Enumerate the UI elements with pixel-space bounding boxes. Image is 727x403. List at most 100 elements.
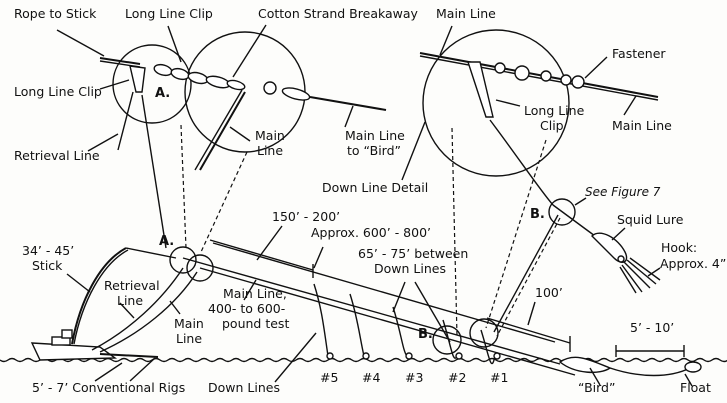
down-line-4 bbox=[349, 293, 365, 357]
label-long-line-clip-top: Long Line Clip bbox=[125, 6, 213, 21]
down-line-float-3 bbox=[405, 352, 413, 360]
leader-bird bbox=[589, 367, 601, 386]
leader-main-line bbox=[229, 126, 251, 142]
down-line-detail-circle bbox=[422, 29, 570, 177]
long-line-clip-shape bbox=[129, 65, 146, 93]
marker-b-circle-2 bbox=[469, 318, 499, 348]
label-main-line-detail-1: Main bbox=[255, 128, 285, 143]
label-hook-1: Hook: bbox=[661, 240, 697, 255]
label-fastener: Fastener bbox=[612, 46, 666, 61]
label-see-figure: See Figure 7 bbox=[585, 185, 661, 199]
leader-long-line-clip-top bbox=[167, 25, 182, 63]
leader-long-line-clip-left bbox=[99, 79, 130, 90]
down-line-number-label: #1 bbox=[490, 370, 508, 385]
detail-down-line bbox=[489, 119, 554, 206]
lure-leader-line bbox=[552, 204, 596, 237]
leader-float bbox=[684, 373, 693, 387]
label-conventional-rigs: 5’ - 7’ Conventional Rigs bbox=[32, 380, 185, 395]
down-line-float-1 bbox=[493, 352, 501, 360]
label-stick-length: 34’ - 45’ bbox=[22, 243, 74, 258]
leader-retrieval bbox=[119, 302, 135, 319]
label-hook-2: Approx. 4” bbox=[660, 256, 726, 271]
down-line-float-4 bbox=[362, 352, 370, 360]
label-bird: “Bird” bbox=[578, 380, 615, 395]
main-line-to-bird-line bbox=[309, 96, 387, 111]
label-retrieval-2: Line bbox=[117, 293, 143, 308]
leader-hook bbox=[647, 267, 661, 277]
rope-to-a bbox=[125, 247, 177, 259]
leader-rigs-1 bbox=[94, 362, 123, 382]
float-line bbox=[609, 367, 691, 377]
down-line-number-label: #2 bbox=[448, 370, 466, 385]
leader-600-800 bbox=[313, 246, 324, 269]
label-long-line-clip-1: Long Line bbox=[524, 103, 585, 118]
leader-fastener bbox=[584, 56, 608, 79]
detail-a-projection-left bbox=[180, 124, 187, 249]
leader-between-2 bbox=[414, 281, 451, 343]
detail-b-projection bbox=[496, 217, 561, 337]
leader-cotton-strand bbox=[232, 24, 267, 78]
down-line-float-2 bbox=[455, 352, 463, 360]
label-marker-a: A. bbox=[159, 234, 174, 249]
leader-100 bbox=[527, 301, 536, 326]
leader-rope-to-stick bbox=[56, 29, 105, 57]
leader-150-200 bbox=[256, 225, 283, 261]
label-main-1: Main bbox=[174, 316, 204, 331]
main-scene-group: 34’ - 45’ Stick A. Retrieval Line Main L… bbox=[0, 209, 727, 395]
leader-main-line-right bbox=[623, 95, 637, 116]
label-150-200: 150’ - 200’ bbox=[272, 209, 340, 224]
water-surface bbox=[0, 357, 727, 363]
leader-long-line-clip-detail bbox=[495, 99, 521, 107]
label-main-line-right: Main Line bbox=[612, 118, 672, 133]
fastener-chain bbox=[494, 62, 585, 89]
label-main-2: Line bbox=[176, 331, 202, 346]
detail-main-line-b bbox=[419, 55, 659, 101]
rope-to-stick-line bbox=[99, 57, 141, 65]
detail-main-line bbox=[419, 52, 659, 98]
label-approx-600-800: Approx. 600’ - 800’ bbox=[311, 225, 431, 240]
leader-retrieval-line bbox=[87, 133, 119, 152]
retrieval-line-segment bbox=[117, 91, 134, 151]
detail-a-circle-small bbox=[112, 44, 192, 124]
down-line-number-label: #4 bbox=[362, 370, 380, 385]
detail-a-group: Rope to Stick Long Line Clip Cotton Stra… bbox=[14, 6, 419, 253]
dimension-100 bbox=[486, 317, 571, 344]
label-mainline-spec-2: 400- to 600- bbox=[208, 301, 285, 316]
label-retrieval-line: Retrieval Line bbox=[14, 148, 100, 163]
label-float: Float bbox=[680, 380, 711, 395]
squid-tentacles bbox=[619, 257, 661, 294]
label-squid-lure: Squid Lure bbox=[617, 212, 684, 227]
marker-a-circle-2 bbox=[186, 254, 214, 282]
retrieval-line-curve bbox=[91, 267, 184, 351]
label-marker-b: B. bbox=[418, 327, 433, 342]
detail-a-pointer bbox=[141, 94, 167, 249]
lure-detail-group: B. See Figure 7 Squid Lure Hook: Approx.… bbox=[493, 185, 726, 337]
down-line-float-5 bbox=[326, 352, 334, 360]
label-5-10: 5’ - 10’ bbox=[630, 320, 674, 335]
detail-b-circle bbox=[548, 198, 576, 226]
leader-main-line-to-bird bbox=[344, 105, 354, 128]
down-lines bbox=[313, 283, 501, 364]
main-line-diagonal-b bbox=[199, 267, 576, 376]
down-line-detail-group: Main Line Fastener Long Line Clip Main L… bbox=[322, 6, 672, 337]
down-line-3 bbox=[392, 306, 408, 357]
leader-down-lines bbox=[274, 332, 317, 383]
long-line-clip-detail-shape bbox=[467, 61, 494, 118]
main-line-diagonal-a bbox=[182, 257, 561, 365]
marker-a-circle-1 bbox=[169, 246, 197, 274]
leader-see-figure bbox=[574, 197, 587, 206]
leader-down-line-detail bbox=[401, 121, 426, 181]
leader-main-line-spec bbox=[243, 279, 257, 301]
label-main-line-to-bird-1: Main Line bbox=[345, 128, 405, 143]
label-down-lines: Down Lines bbox=[208, 380, 280, 395]
label-main-line-top: Main Line bbox=[436, 6, 496, 21]
label-mainline-spec-3: pound test bbox=[222, 316, 289, 331]
down-line-number-label: #5 bbox=[320, 370, 338, 385]
leader-main-line bbox=[169, 300, 181, 315]
label-retrieval-1: Retrieval bbox=[104, 278, 160, 293]
detail-main-line-down-b bbox=[194, 89, 243, 171]
leader-main-line-top bbox=[439, 25, 453, 56]
dimension-line-600-800 bbox=[212, 242, 556, 343]
